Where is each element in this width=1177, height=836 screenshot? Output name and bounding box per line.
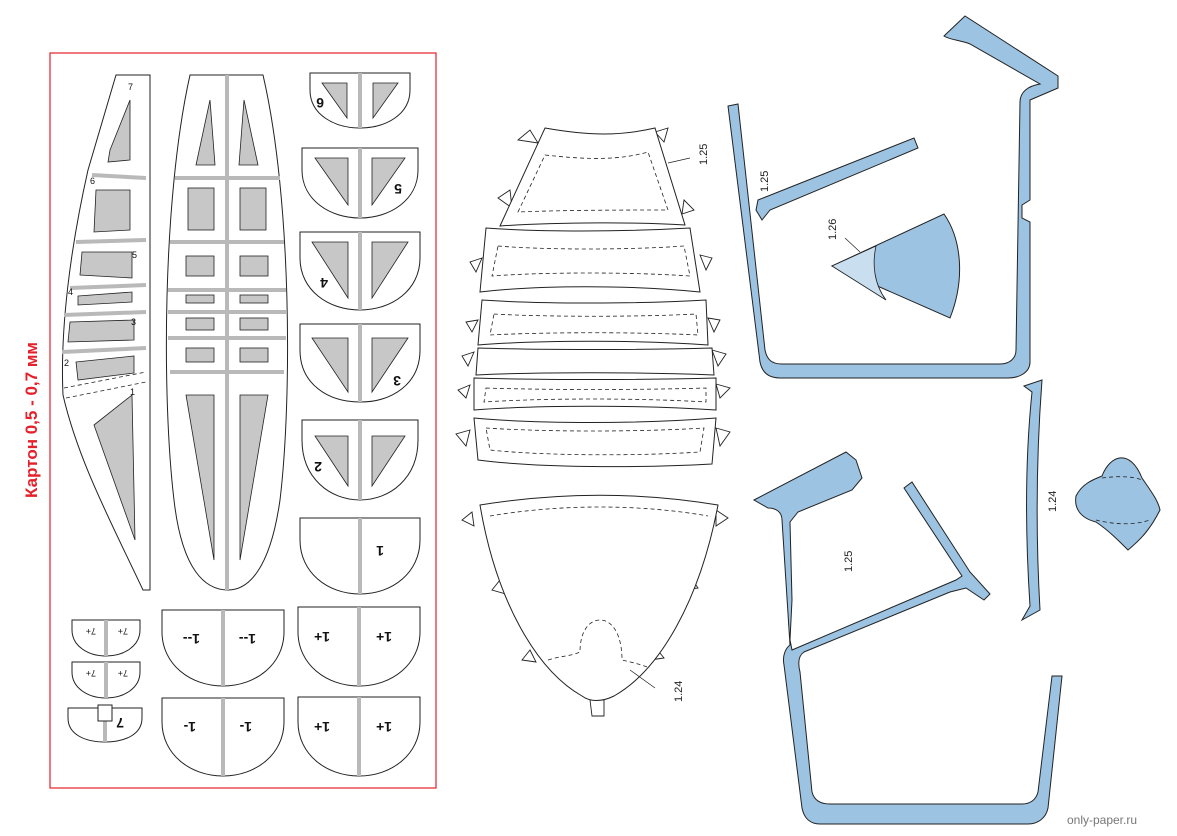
former-label-1m-a: 1-: [183, 719, 196, 735]
skin-part-1-24-nose: 1.24: [461, 494, 729, 717]
part-label-1-25-top: 1.25: [698, 144, 710, 165]
skin-strip-6: [455, 417, 731, 468]
former-label-1p-a: 1+: [314, 629, 330, 645]
cardboard-area-frame: [49, 52, 437, 789]
former-label-1m-b: 1-: [239, 719, 252, 735]
side-number-4: 4: [68, 287, 73, 297]
former-1: 1: [299, 517, 421, 595]
side-number-1: 1: [130, 387, 135, 397]
former-3: 3: [299, 323, 421, 403]
watermark: only-paper.ru: [1067, 813, 1137, 827]
former-5: 5: [301, 147, 419, 219]
canopy-cone-part: 1.26: [827, 213, 961, 319]
keel-side-part: 7 6 5 4 3 2 1: [61, 74, 151, 591]
skin-strip-2: [469, 227, 713, 293]
former-label-7: 7: [116, 715, 124, 731]
side-number-7: 7: [128, 82, 133, 92]
skin-strip-5: [457, 377, 731, 411]
keel-top-part: [165, 74, 289, 591]
former-label-1: 1: [376, 543, 384, 559]
former-1-minus-minus: 1-- 1--: [161, 609, 285, 687]
former-label-1mm-a: 1--: [183, 631, 200, 647]
former-label-7p-d: 7+: [118, 668, 128, 678]
former-7: 7: [67, 704, 143, 743]
former-4: 4: [299, 231, 421, 311]
side-number-5: 5: [132, 250, 137, 260]
former-label-7p-c: 7+: [86, 668, 96, 678]
canopy-frame-lower: 1.25: [752, 451, 1063, 825]
side-number-3: 3: [131, 317, 136, 327]
former-label-1p-d: 1+: [376, 719, 392, 735]
side-number-6: 6: [90, 176, 95, 186]
skin-strip-3: [465, 299, 721, 346]
skin-strip-4: [461, 347, 727, 376]
canopy-frame-upper: 1.25: [727, 15, 1059, 379]
part-label-1-26: 1.26: [827, 219, 839, 240]
canopy-strip-1-24: 1.24: [1020, 379, 1059, 622]
former-2: 2: [301, 419, 419, 501]
former-label-4: 4: [320, 275, 328, 291]
former-label-7p-a: 7+: [86, 626, 96, 636]
former-6: 6: [309, 72, 411, 129]
part-label-1-25-frame-bottom: 1.25: [843, 551, 855, 572]
former-label-7p-b: 7+: [118, 626, 128, 636]
former-label-5: 5: [394, 181, 402, 197]
canopy-dome-part: [1075, 457, 1161, 551]
former-label-1p-c: 1+: [314, 719, 330, 735]
part-label-1-24-nose: 1.24: [673, 681, 685, 702]
former-1-plus-lower: 1+ 1+: [297, 696, 421, 777]
part-label-1-24-strip: 1.24: [1047, 491, 1059, 512]
former-1-minus: 1- 1-: [161, 697, 285, 777]
former-1-plus-upper: 1+ 1+: [297, 606, 421, 687]
former-label-1p-b: 1+: [376, 629, 392, 645]
material-label: Картон 0,5 - 0,7 мм: [22, 342, 41, 498]
former-label-1mm-b: 1--: [239, 631, 256, 647]
former-label-2: 2: [314, 459, 322, 475]
former-label-3: 3: [393, 373, 401, 389]
side-number-2: 2: [64, 358, 69, 368]
part-label-1-25-frame-top: 1.25: [759, 171, 771, 192]
former-7-plus-lower: 7+ 7+: [71, 661, 141, 699]
skin-part-1-25-upper: 1.25: [497, 127, 710, 227]
former-label-6: 6: [316, 95, 324, 111]
former-7-plus-upper: 7+ 7+: [71, 619, 141, 657]
